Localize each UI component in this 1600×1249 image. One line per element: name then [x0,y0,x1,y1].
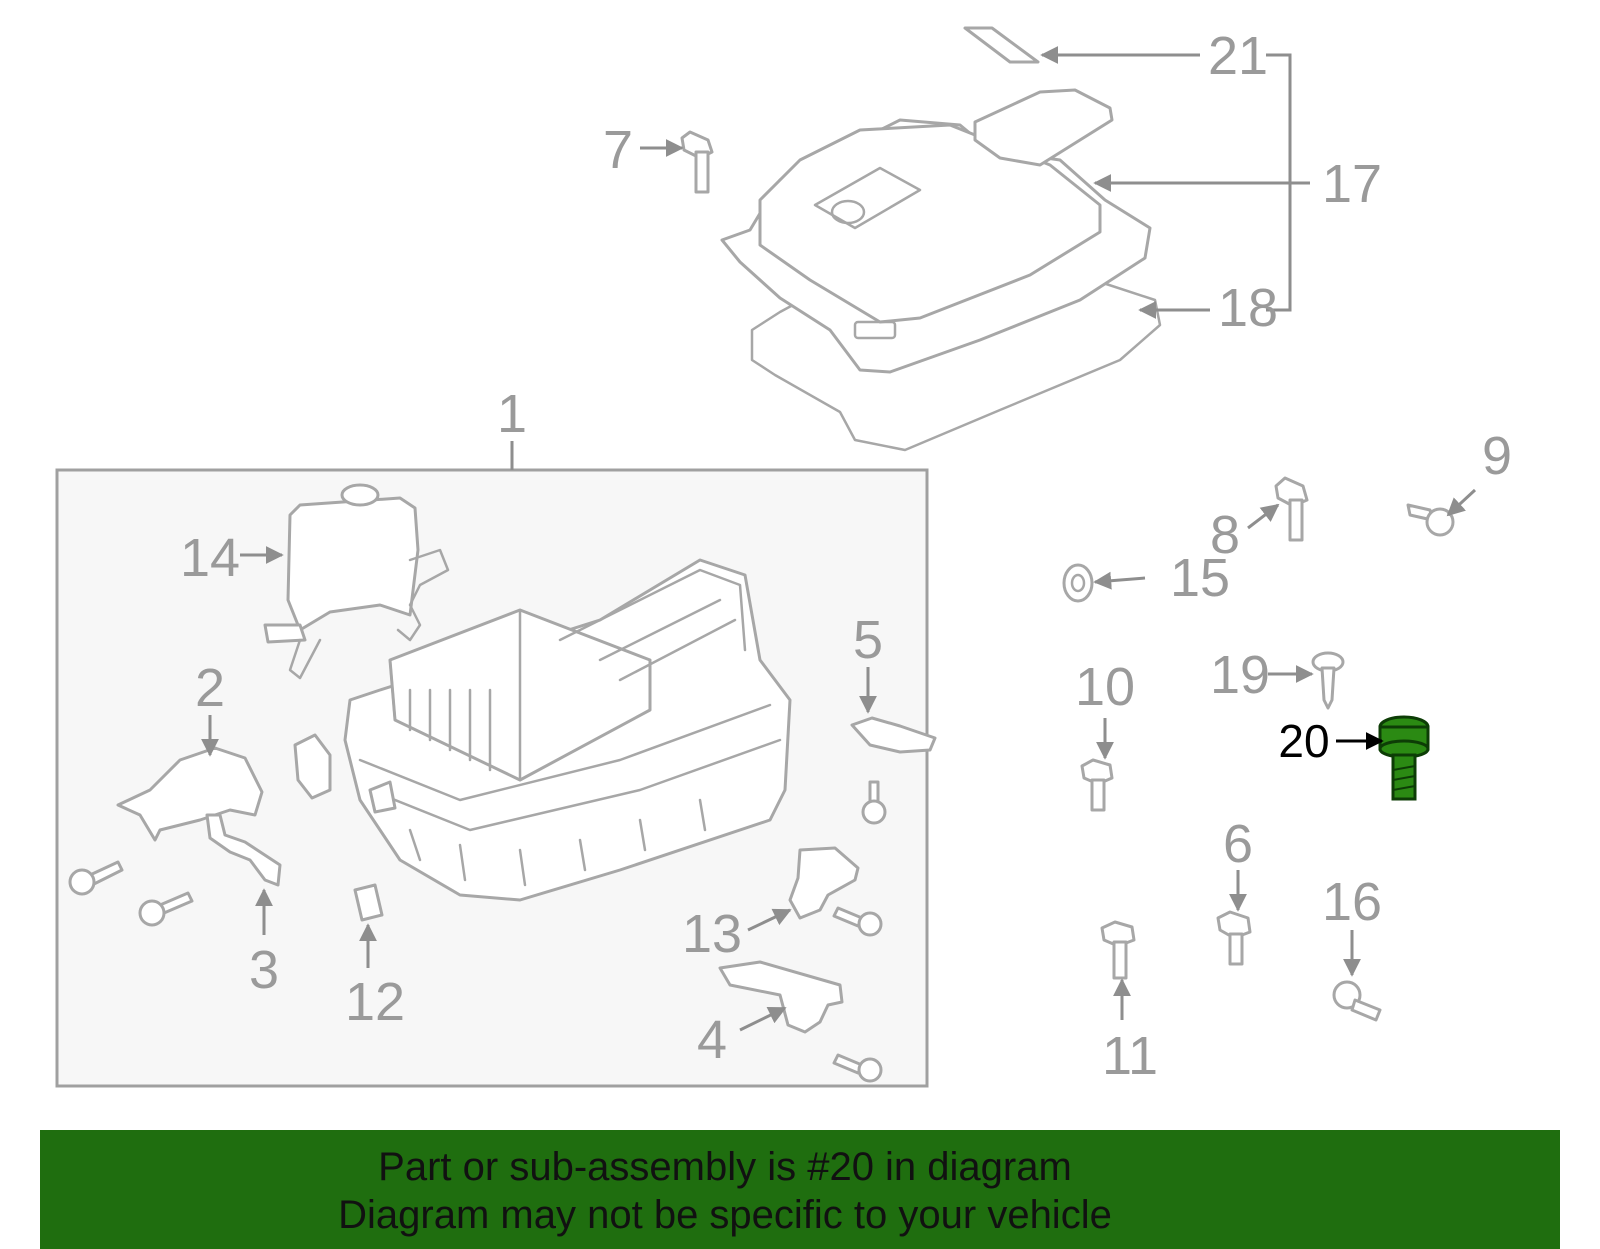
clip-19 [1311,651,1345,710]
callout-13: 13 [682,904,742,964]
bolt-9 [1406,503,1455,537]
callout-9: 9 [1482,426,1512,486]
callout-5: 5 [853,610,883,670]
bolt-7 [680,130,714,194]
bolt-box-a [68,860,124,896]
bracket-2 [116,746,264,842]
callout-3: 3 [249,940,279,1000]
callout-6: 6 [1223,814,1253,874]
bolt-box-d [832,906,883,937]
cover-logo-emblem [830,199,866,225]
callout-21: 21 [1208,26,1268,86]
seal-12 [353,883,384,922]
bracket-3 [205,813,282,887]
cover-tab [853,320,897,340]
callout-11: 11 [1102,1026,1158,1086]
callout-8: 8 [1210,505,1240,565]
bracket-13 [788,846,860,920]
bolt-box-e [832,1053,883,1083]
callout-15: 15 [1170,548,1230,608]
callout-20: 20 [1278,715,1329,767]
bolt-6 [1216,910,1252,966]
leader-lines [201,46,1477,1032]
callout-10: 10 [1075,657,1135,717]
caution-label [963,26,1040,64]
callout-19: 19 [1210,645,1270,705]
callout-16: 16 [1322,872,1382,932]
callout-4: 4 [697,1010,727,1070]
banner-line-1: Part or sub-assembly is #20 in diagram [378,1145,1072,1189]
cover-logo-plate [813,166,922,230]
washer-15 [1062,563,1094,603]
callout-18: 18 [1218,278,1278,338]
inverter-cover-assembly [720,26,1162,452]
callout-7: 7 [603,120,633,180]
callout-17: 17 [1322,154,1382,214]
callout-2: 2 [195,658,225,718]
bracket-5 [850,716,937,754]
bracket-4 [718,960,844,1034]
bolt-20-highlighted [1378,715,1430,801]
inverter-main-unit [293,558,792,902]
callout-14: 14 [180,528,240,588]
bolt-box-b [138,891,194,927]
cover-service-lid [973,88,1114,167]
callout-1: 1 [497,384,527,444]
bolt-10 [1080,758,1114,812]
bolt-16 [1332,980,1382,1022]
coolant-reservoir [263,483,450,680]
bolt-box-c [861,780,887,825]
bolt-11 [1100,920,1136,980]
info-banner [40,1130,1560,1249]
callout-12: 12 [345,972,405,1032]
banner-line-2: Diagram may not be specific to your vehi… [338,1193,1112,1237]
bolt-8 [1274,476,1309,542]
